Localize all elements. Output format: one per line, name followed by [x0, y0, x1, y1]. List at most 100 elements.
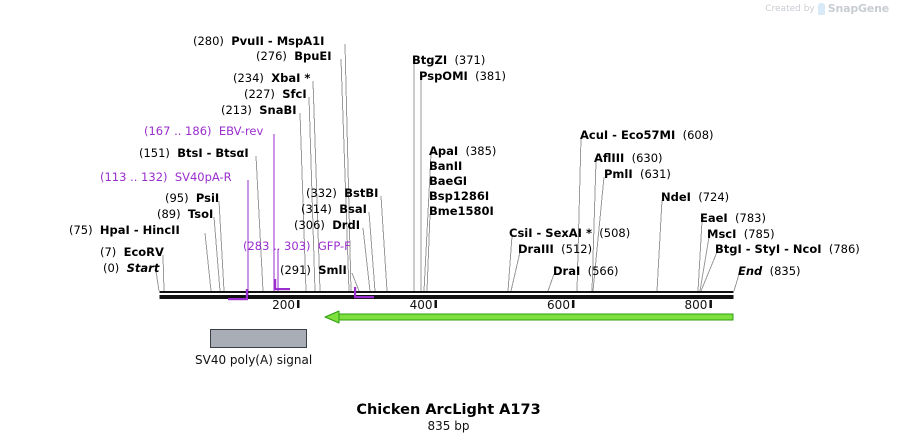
- enzyme-label-btgi-styi-ncoi[interactable]: BtgI - StyI - NcoI (786): [715, 243, 860, 255]
- enzyme-label-pmli[interactable]: PmlI (631): [604, 168, 671, 180]
- orf-arrow-body: [338, 313, 734, 321]
- enzyme-label-bsai[interactable]: (314) BsaI: [301, 203, 367, 215]
- ruler-tick: [296, 300, 300, 308]
- feature-box-sv40-polya-signal[interactable]: [210, 329, 307, 348]
- watermark-prefix: Created by: [765, 3, 815, 14]
- enzyme-label-ndei[interactable]: NdeI (724): [661, 191, 729, 203]
- label-name: AcuI - Eco57MI: [580, 128, 676, 142]
- enzyme-label-baegi[interactable]: BaeGI: [429, 175, 467, 187]
- snapgene-watermark: Created by SnapGene: [765, 2, 889, 15]
- enzyme-label-apai[interactable]: ApaI (385): [429, 145, 496, 157]
- label-position: (227): [244, 87, 275, 101]
- label-name: BtsI - BtsαI: [177, 146, 249, 160]
- ruler-tick: [571, 300, 575, 308]
- enzyme-label-afliii[interactable]: AflIII (630): [594, 152, 663, 164]
- label-position: (113 .. 132): [100, 170, 168, 184]
- label-name: NdeI: [661, 190, 691, 204]
- enzyme-label-pspomi[interactable]: PspOMI (381): [419, 70, 506, 82]
- label-name: DraIII: [518, 242, 554, 256]
- label-position: (283 .. 303): [243, 239, 311, 253]
- snapgene-logo-icon: [817, 2, 825, 15]
- enzyme-label-bpuei[interactable]: (276) BpuEI: [256, 50, 332, 62]
- label-position: (7): [100, 245, 117, 259]
- label-position: (314): [301, 202, 332, 216]
- enzyme-label-eaei[interactable]: EaeI (783): [700, 212, 766, 224]
- label-name: BstBI: [344, 186, 379, 200]
- primer-label-gfp-f[interactable]: (283 .. 303) GFP-F: [243, 240, 351, 252]
- enzyme-label-snabi[interactable]: (213) SnaBI: [221, 104, 297, 116]
- enzyme-label-bstbi[interactable]: (332) BstBI: [306, 187, 378, 199]
- label-name: XbaI *: [271, 71, 311, 85]
- primer-bracket: [274, 288, 290, 291]
- enzyme-label-tsoi[interactable]: (89) TsoI: [157, 208, 213, 220]
- enzyme-label-end[interactable]: End (835): [738, 265, 801, 277]
- label-position: (608): [682, 128, 714, 142]
- leader-line: [507, 235, 513, 292]
- enzyme-label-draiii[interactable]: DraIII (512): [518, 243, 592, 255]
- enzyme-label-hpai-hincii[interactable]: (75) HpaI - HincII: [69, 224, 180, 236]
- label-name: SfcI: [282, 87, 307, 101]
- primer-label-sv40pa-r[interactable]: (113 .. 132) SV40pA-R: [100, 171, 232, 183]
- enzyme-label-drdi[interactable]: (306) DrdI: [294, 219, 360, 231]
- primer-bracket-tail: [245, 289, 248, 298]
- primer-bracket-tail: [354, 287, 357, 296]
- primer-bracket-tail: [274, 279, 277, 288]
- leader-line: [656, 199, 663, 292]
- enzyme-label-psii[interactable]: (95) PsiI: [165, 192, 219, 204]
- leader-line: [380, 195, 388, 292]
- enzyme-label-sfci[interactable]: (227) SfcI: [244, 88, 307, 100]
- leader-line: [344, 43, 352, 292]
- enzyme-label-btsi-btsai[interactable]: (151) BtsI - BtsαI: [139, 147, 249, 159]
- primer-leader-lines-group: [247, 134, 279, 296]
- ruler-label: 200: [272, 298, 295, 312]
- leader-lines-group: [155, 43, 740, 292]
- label-name: PspOMI: [419, 69, 468, 83]
- label-position: (89): [157, 207, 181, 221]
- enzyme-label-bsp1286i[interactable]: Bsp1286I: [429, 190, 489, 202]
- enzyme-label-csii-sexai[interactable]: CsiI - SexAI * (508): [509, 227, 630, 239]
- orf-arrow-group: [324, 310, 734, 324]
- backbone-rule: [159, 295, 734, 299]
- leader-line: [733, 273, 740, 292]
- ruler-tick: [709, 300, 712, 308]
- label-name: MscI: [707, 227, 737, 241]
- label-name: GFP-F: [317, 239, 351, 253]
- label-name: EaeI: [700, 211, 728, 225]
- label-position: (371): [454, 53, 486, 67]
- label-position: (167 .. 186): [144, 124, 212, 138]
- leader-line: [547, 273, 555, 292]
- enzyme-label-smli[interactable]: (291) SmlI: [280, 264, 347, 276]
- label-position: (783): [735, 211, 766, 225]
- ruler-label: 400: [409, 298, 433, 312]
- enzyme-label-banii[interactable]: BanII: [429, 160, 462, 172]
- label-position: (280): [193, 34, 224, 48]
- enzyme-label-pvuii-mspa1i[interactable]: (280) PvuII - MspA1I: [193, 35, 324, 47]
- enzyme-label-xbai[interactable]: (234) XbaI *: [233, 72, 310, 84]
- label-name: BpuEI: [294, 49, 332, 63]
- leader-line: [312, 80, 321, 292]
- label-position: (724): [698, 190, 730, 204]
- enzyme-label-msci[interactable]: MscI (785): [707, 228, 775, 240]
- label-name: EBV-rev: [218, 124, 264, 138]
- ruler-label: 600: [547, 298, 570, 312]
- enzyme-label-acui-eco57mi[interactable]: AcuI - Eco57MI (608): [580, 129, 714, 141]
- label-name: DrdI: [332, 218, 360, 232]
- feature-label-sv40-polya-signal: SV40 poly(A) signal: [195, 353, 313, 367]
- enzyme-label-start[interactable]: (0) Start: [103, 262, 159, 274]
- leader-line: [362, 227, 371, 292]
- primer-label-ebv-rev[interactable]: (167 .. 186) EBV-rev: [144, 125, 263, 137]
- leader-line: [697, 220, 703, 292]
- label-name: Bsp1286I: [429, 189, 490, 203]
- enzyme-label-bme1580i[interactable]: Bme1580I: [429, 205, 494, 217]
- enzyme-label-btgzi[interactable]: BtgZI (371): [412, 54, 485, 66]
- page-title: Chicken ArcLight A173: [356, 402, 541, 418]
- label-position: (276): [256, 49, 287, 63]
- label-position: (151): [139, 146, 170, 160]
- enzyme-label-ecorv[interactable]: (7) EcoRV: [100, 246, 164, 258]
- leader-line: [426, 213, 431, 292]
- label-name: SmlI: [318, 263, 347, 277]
- label-name: End: [738, 264, 763, 278]
- enzyme-label-drai[interactable]: DraI (566): [553, 265, 619, 277]
- label-name: HpaI - HincII: [99, 223, 180, 237]
